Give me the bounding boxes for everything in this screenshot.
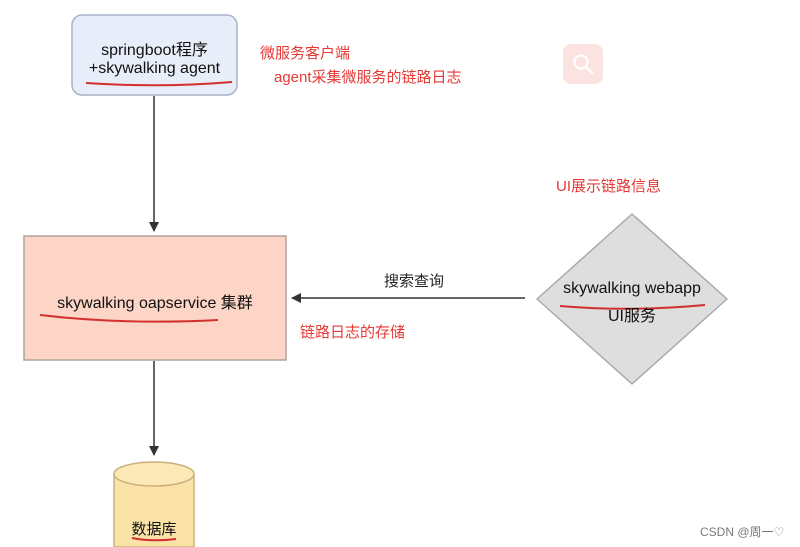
annotation-storage-desc: 链路日志的存储 (300, 324, 406, 341)
database-top (113, 461, 195, 487)
webapp-label-line1: skywalking webapp (563, 280, 701, 297)
annotation-client-title: 微服务客户端 (260, 45, 351, 62)
client-underline (85, 81, 233, 87)
client-label-line1: springboot程序 (101, 42, 208, 59)
annotation-client-desc: agent采集微服务的链路日志 (274, 69, 462, 86)
watermark: CSDN @周一♡ (700, 525, 785, 539)
database-underline (131, 537, 177, 542)
database-node (113, 474, 195, 547)
webapp-underline (559, 304, 706, 310)
search-button[interactable] (563, 44, 603, 84)
webapp-node (536, 213, 728, 385)
webapp-label-line2: UI服务 (607, 308, 656, 325)
client-label-line2: +skywalking agent (88, 60, 221, 77)
search-icon (573, 54, 594, 75)
edge-label-query: 搜索查询 (384, 273, 445, 290)
database-label: 数据库 (131, 521, 177, 538)
client-node (71, 14, 238, 96)
server-underline (39, 314, 219, 323)
annotation-ui-desc: UI展示链路信息 (556, 178, 662, 195)
server-label: skywalking oapservice 集群 (57, 295, 253, 312)
server-node (23, 235, 287, 361)
